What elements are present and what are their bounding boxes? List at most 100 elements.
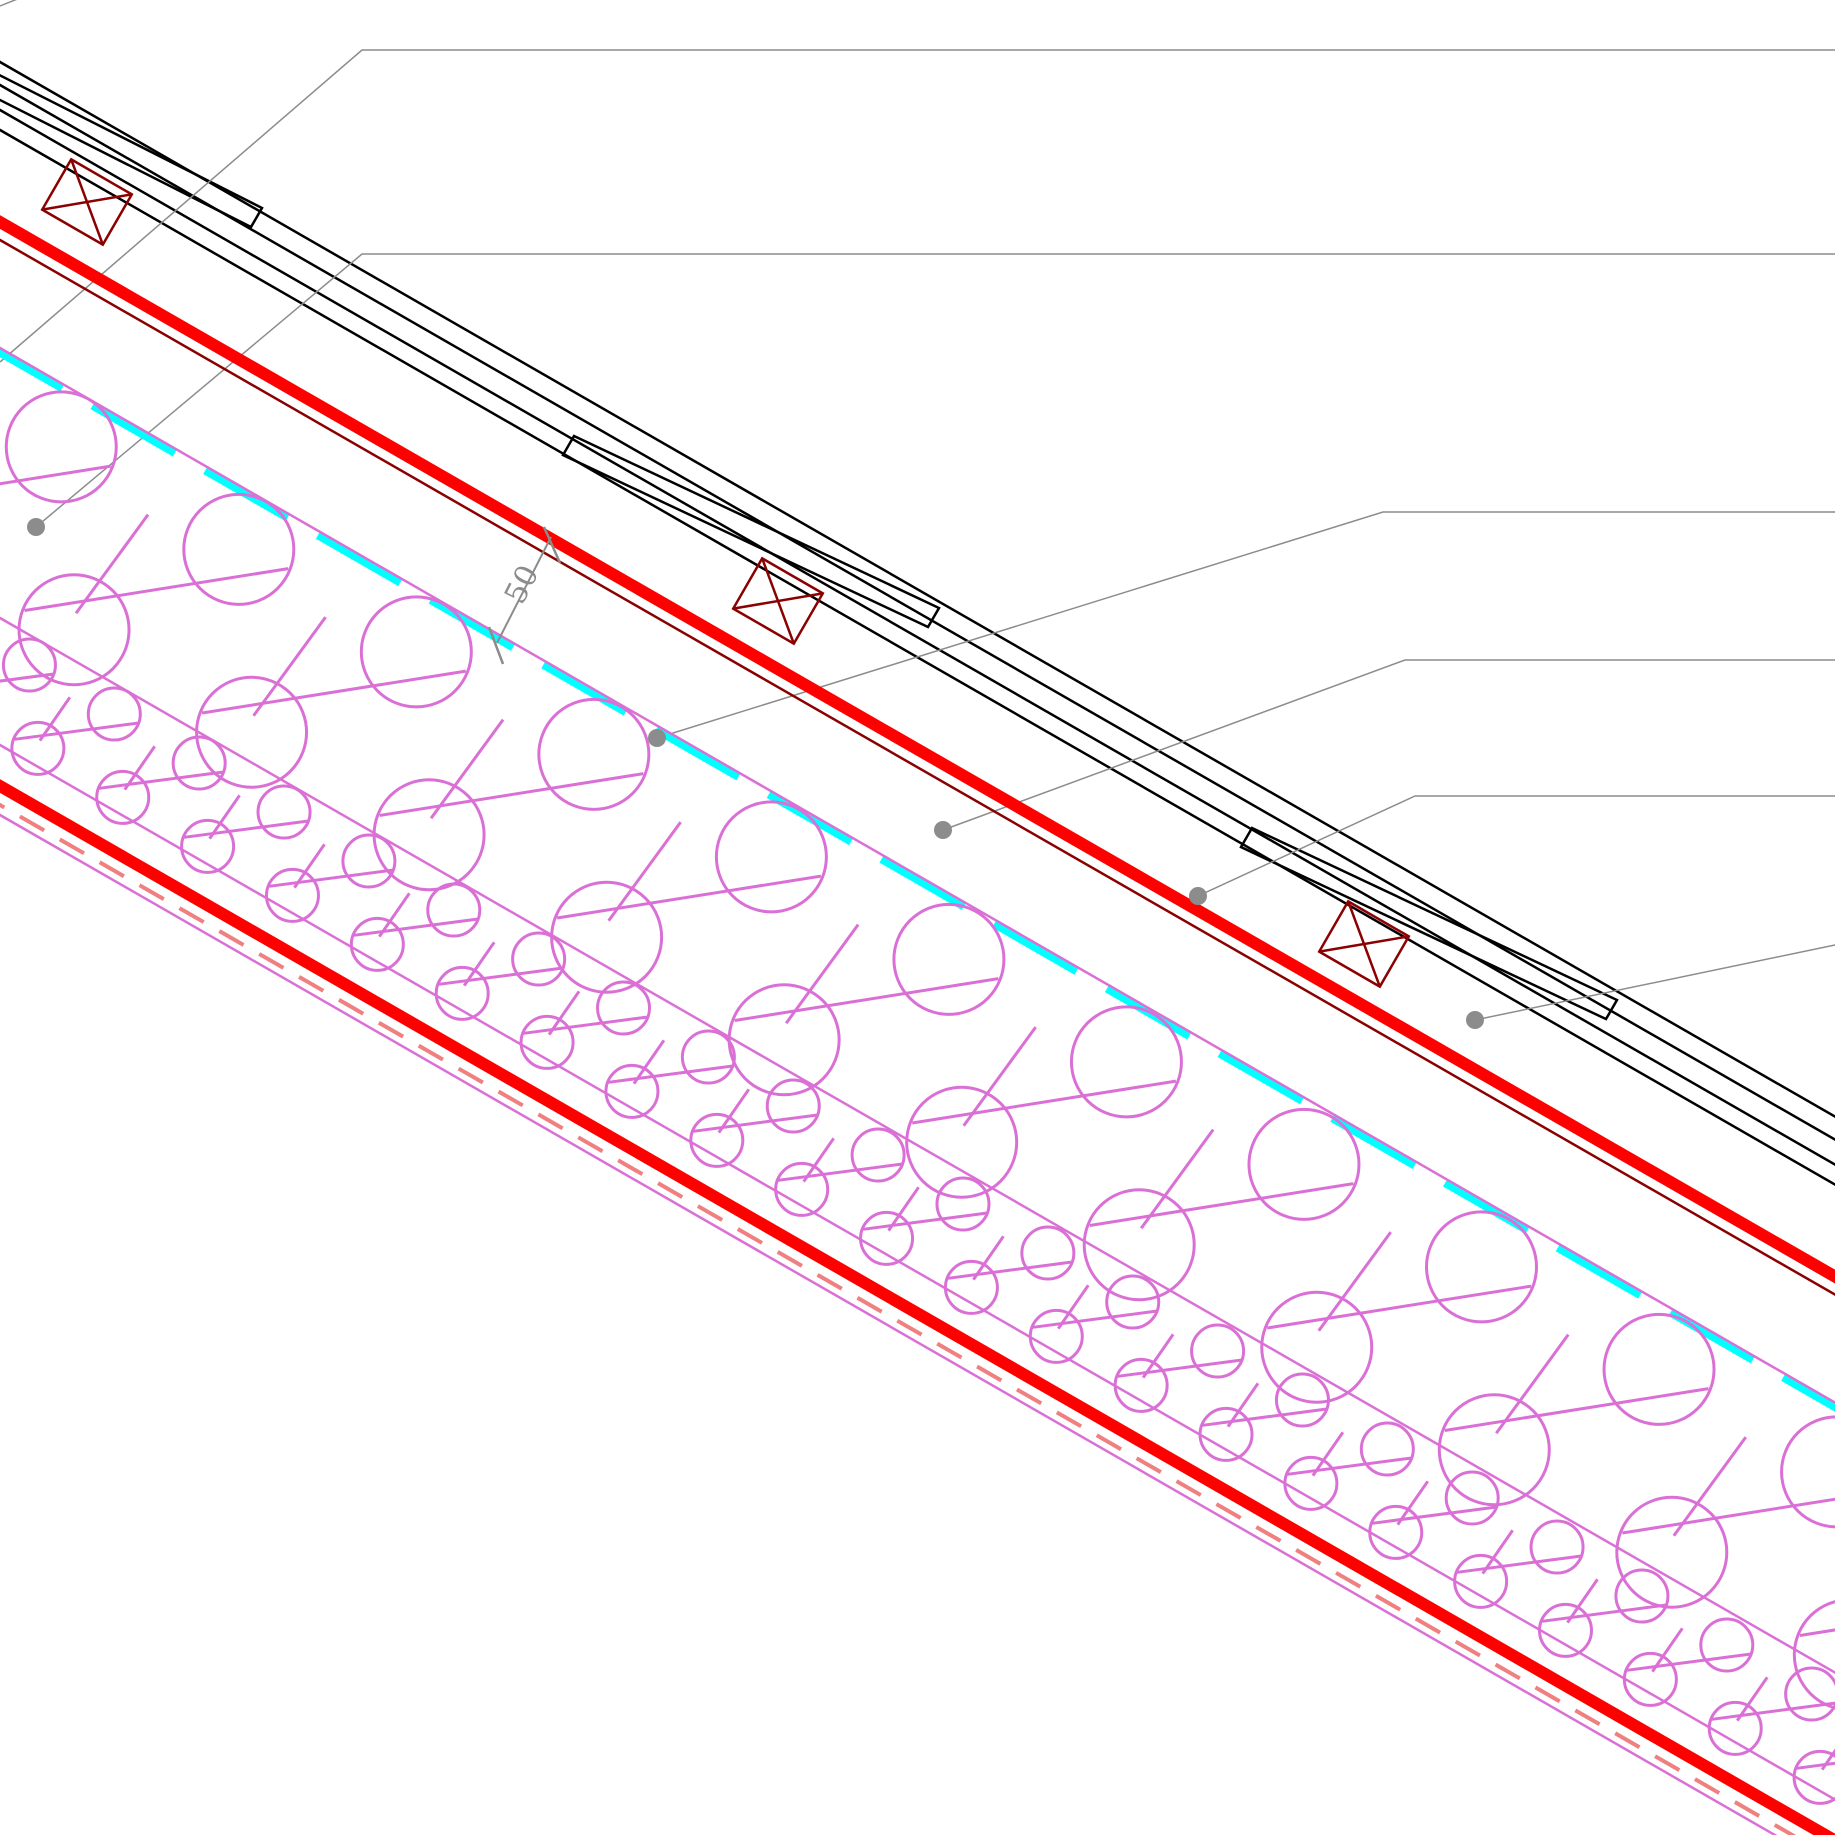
lower-insulation-stroke [268, 868, 393, 888]
upper-insulation-loop [195, 675, 309, 789]
lower-insulation-stroke [438, 966, 563, 986]
upper-insulation-loop [537, 697, 651, 811]
lower-insulation-loop [426, 882, 482, 938]
upper-insulation-stroke [252, 616, 327, 717]
upper-insulation-loop [1437, 1393, 1551, 1507]
lower-insulation-stroke [862, 1211, 987, 1231]
lower-insulation-loop [1028, 1308, 1084, 1364]
upper-insulation-stroke [1139, 1128, 1215, 1230]
lower-insulation-stroke [1626, 1652, 1751, 1672]
lower-insulation-stroke [547, 990, 581, 1036]
upper-insulation-loop [182, 492, 296, 606]
underlay-membrane-edge [0, 238, 1835, 1297]
leader-line [35, 253, 1835, 528]
lower-insulation-loop [1113, 1357, 1169, 1413]
lower-insulation-loop [10, 720, 66, 776]
lower-insulation-loop [1105, 1274, 1161, 1330]
batten-top-line [0, 108, 1835, 1167]
lower-insulation-loop [1792, 1749, 1835, 1805]
lower-insulation-stroke [1287, 1456, 1411, 1476]
upper-insulation-stroke [1672, 1436, 1748, 1537]
lower-insulation-stroke [802, 1137, 835, 1183]
lower-insulation-stroke [1057, 1284, 1090, 1330]
lower-insulation-stroke [887, 1186, 920, 1232]
lower-insulation-stroke [1032, 1309, 1157, 1329]
dimension-tick [542, 526, 562, 564]
cover-board [1239, 826, 1619, 1021]
lower-insulation-stroke [1820, 1748, 1835, 1771]
covering-edge-line [0, 60, 1835, 1119]
battens [40, 157, 1411, 989]
lower-insulation-loop [850, 1127, 906, 1183]
lower-insulation-loop [1368, 1504, 1424, 1560]
lower-insulation-stroke [717, 1088, 751, 1134]
lower-insulation-stroke [14, 721, 138, 741]
upper-insulation-loop [714, 800, 828, 914]
lower-insulation-stroke [693, 1113, 817, 1133]
lower-insulation-loop [1707, 1700, 1763, 1756]
upper-insulation-stroke [1622, 1497, 1835, 1535]
lower-insulation-loop [943, 1259, 999, 1315]
lower-insulation-stroke [1541, 1603, 1666, 1623]
upper-insulation-loop [1425, 1210, 1539, 1324]
vapour-control-membrane [0, 779, 1835, 1835]
vapour-layer [0, 346, 1835, 1412]
insulation-bottom-line [0, 743, 1835, 1802]
lower-insulation-stroke [38, 696, 72, 742]
leader-line [0, 49, 1835, 363]
lower-insulation-stroke [1396, 1480, 1429, 1526]
upper-insulation-stroke [1799, 1628, 1835, 1637]
lower-insulation-stroke [1117, 1358, 1242, 1378]
upper-insulation-stroke [734, 977, 999, 1022]
upper-insulation-stroke [1267, 1284, 1532, 1330]
lower-insulation-loop [1529, 1519, 1585, 1575]
callout-dot [934, 821, 952, 839]
lower-insulation-stroke [1457, 1554, 1581, 1574]
batten-cross [732, 592, 824, 610]
upper-insulation-stroke [607, 821, 682, 922]
batten-cross [41, 193, 133, 211]
lower-insulation-stroke [1141, 1333, 1175, 1379]
upper-insulation-stroke [429, 718, 505, 820]
upper-insulation-loop [727, 983, 841, 1097]
lower-insulation-stroke [293, 843, 326, 889]
callout-dot [1189, 887, 1207, 905]
leader-line [1197, 795, 1835, 897]
lower-insulation-loop [859, 1210, 915, 1266]
lower-insulation-stroke [123, 745, 156, 791]
lower-insulation-loop [1274, 1372, 1330, 1428]
dimension-line [496, 536, 552, 644]
lower-insulation-loop [1198, 1406, 1254, 1462]
lower-insulation-loop [1444, 1470, 1500, 1526]
leader-line [656, 511, 1835, 739]
upper-insulation-loop [1602, 1312, 1716, 1426]
lower-insulation-loop [1190, 1323, 1246, 1379]
lower-insulation-stroke [1711, 1701, 1835, 1721]
leader-line [1474, 944, 1835, 1021]
covering-edge-line [0, 83, 1835, 1142]
lower-insulation-stroke [947, 1260, 1072, 1280]
lower-insulation-stroke [1796, 1761, 1835, 1770]
upper-insulation-loop [1082, 1188, 1196, 1302]
lower-insulation-loop [935, 1176, 991, 1232]
lower-insulation-stroke [1226, 1382, 1260, 1428]
leader-line [942, 659, 1835, 831]
lower-insulation-loop [1614, 1568, 1670, 1624]
upper-insulation-loop [1247, 1107, 1361, 1221]
upper-insulation-loop [17, 573, 131, 687]
callout-dot [648, 729, 666, 747]
lower-insulation-loop [1359, 1421, 1415, 1477]
lower-insulation-loop [774, 1161, 830, 1217]
upper-insulation-loop [1615, 1495, 1729, 1609]
upper-insulation-stroke [74, 513, 150, 615]
inner-lining-dash [0, 802, 1797, 1835]
upper-insulation-stroke [1317, 1231, 1392, 1332]
dimension-label: 50 [498, 560, 547, 610]
lower-insulation-loop [180, 818, 236, 874]
lower-insulation-loop [1622, 1651, 1678, 1707]
lower-insulation-loop [264, 867, 320, 923]
lower-insulation-stroke [99, 770, 223, 790]
lower-insulation-stroke [1311, 1431, 1345, 1477]
